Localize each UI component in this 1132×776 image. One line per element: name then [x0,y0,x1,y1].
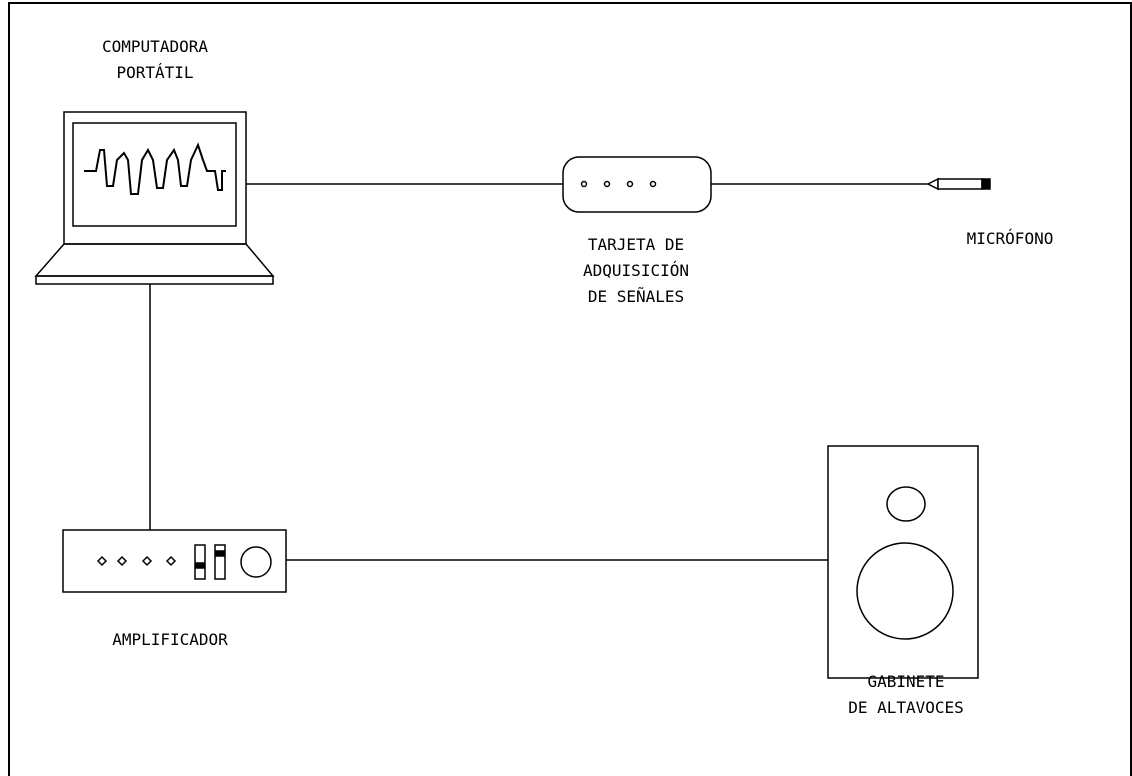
label-amplifier: AMPLIFICADOR [70,627,270,653]
laptop-icon [36,112,273,284]
speaker-tweeter [887,487,925,521]
label-daq-line-1: TARJETA DE [536,232,736,258]
daq-port-1 [582,182,587,187]
label-daq-line-3: DE SEÑALES [536,284,736,310]
amp-knob-1 [98,557,106,565]
daq-card-body [563,157,711,212]
laptop-keyboard [36,244,273,276]
speaker-icon [828,446,978,678]
label-speakers: GABINETE DE ALTAVOCES [806,669,1006,721]
microphone-icon [928,179,990,189]
label-laptop: COMPUTADORA PORTÁTIL [60,34,250,86]
label-laptop-line-1: COMPUTADORA [60,34,250,60]
daq-card-icon [563,157,711,212]
diagram-frame [9,3,1131,776]
label-laptop-line-2: PORTÁTIL [60,60,250,86]
microphone-cap [982,179,990,189]
daq-port-3 [628,182,633,187]
microphone-body [938,179,982,189]
microphone-tip [928,179,938,189]
label-speakers-line-1: GABINETE [806,669,1006,695]
label-microphone: MICRÓFONO [930,226,1090,252]
speaker-cabinet [828,446,978,678]
amp-fader-1 [195,545,205,579]
amp-knob-2 [118,557,126,565]
amp-fader-2 [215,545,225,579]
label-daq-card: TARJETA DE ADQUISICIÓN DE SEÑALES [536,232,736,310]
label-daq-line-2: ADQUISICIÓN [536,258,736,284]
amp-fader-2-handle [216,551,224,556]
label-speakers-line-2: DE ALTAVOCES [806,695,1006,721]
amplifier-icon [63,530,286,592]
speaker-woofer [857,543,953,639]
amp-knob-4 [167,557,175,565]
amp-fader-1-handle [196,563,204,568]
amp-volume-dial [241,547,271,577]
amp-knob-3 [143,557,151,565]
laptop-base [36,276,273,284]
label-microphone-line-1: MICRÓFONO [930,226,1090,252]
label-amplifier-line-1: AMPLIFICADOR [70,627,270,653]
daq-port-2 [605,182,610,187]
waveform-trace [84,145,226,194]
daq-port-4 [651,182,656,187]
